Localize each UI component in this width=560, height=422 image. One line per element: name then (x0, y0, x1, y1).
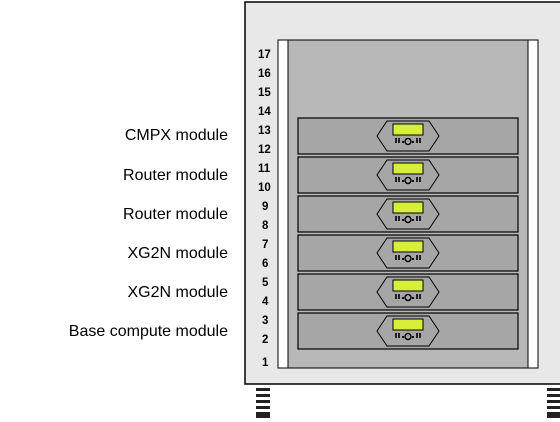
unit-3: 3 (262, 315, 268, 327)
unit-2: 2 (262, 334, 268, 346)
unit-4: 4 (262, 296, 269, 308)
unit-12: 12 (258, 144, 271, 156)
unit-5: 5 (262, 277, 269, 289)
module-stack (297, 117, 519, 350)
lcd-display (392, 240, 424, 253)
unit-15: 15 (258, 87, 271, 99)
module-chassis (297, 117, 519, 155)
unit-6: 6 (262, 258, 268, 270)
module-label-xg2n-2: XG2N module (127, 284, 229, 301)
lcd-display (392, 318, 424, 331)
module-label-cmpx: CMPX module (124, 127, 228, 144)
left-rail (277, 39, 289, 369)
unit-9: 9 (262, 201, 268, 213)
left-foot (256, 388, 270, 418)
module-chassis (297, 195, 519, 233)
module-label-base-compute: Base compute module (68, 323, 228, 340)
unit-7: 7 (262, 239, 268, 251)
unit-1: 1 (262, 357, 269, 369)
module-chassis (297, 156, 519, 194)
unit-number-column: 17 16 15 14 13 12 11 10 9 8 7 6 5 4 3 2 … (258, 49, 271, 369)
unit-14: 14 (258, 106, 271, 118)
unit-13: 13 (258, 125, 271, 137)
unit-10: 10 (258, 182, 271, 194)
module-chassis (297, 312, 519, 350)
control-buttons (395, 176, 421, 185)
right-foot (547, 388, 560, 418)
control-buttons (395, 254, 421, 263)
unit-8: 8 (262, 220, 269, 232)
control-buttons (395, 332, 421, 341)
module-label-router-1: Router module (123, 167, 228, 184)
lcd-display (392, 123, 424, 136)
module-label-xg2n-1: XG2N module (127, 245, 229, 262)
unit-17: 17 (258, 49, 271, 61)
module-chassis (297, 273, 519, 311)
control-buttons (395, 137, 421, 146)
lcd-display (392, 279, 424, 292)
unit-11: 11 (258, 163, 271, 175)
rack-feet (256, 388, 560, 418)
unit-16: 16 (258, 68, 271, 80)
lcd-display (392, 162, 424, 175)
lcd-display (392, 201, 424, 214)
control-buttons (395, 293, 421, 302)
module-labels: CMPX module Router module Router module … (0, 0, 228, 422)
control-buttons (395, 215, 421, 224)
module-chassis (297, 234, 519, 272)
module-label-router-2: Router module (123, 206, 228, 223)
right-rail (527, 39, 539, 369)
